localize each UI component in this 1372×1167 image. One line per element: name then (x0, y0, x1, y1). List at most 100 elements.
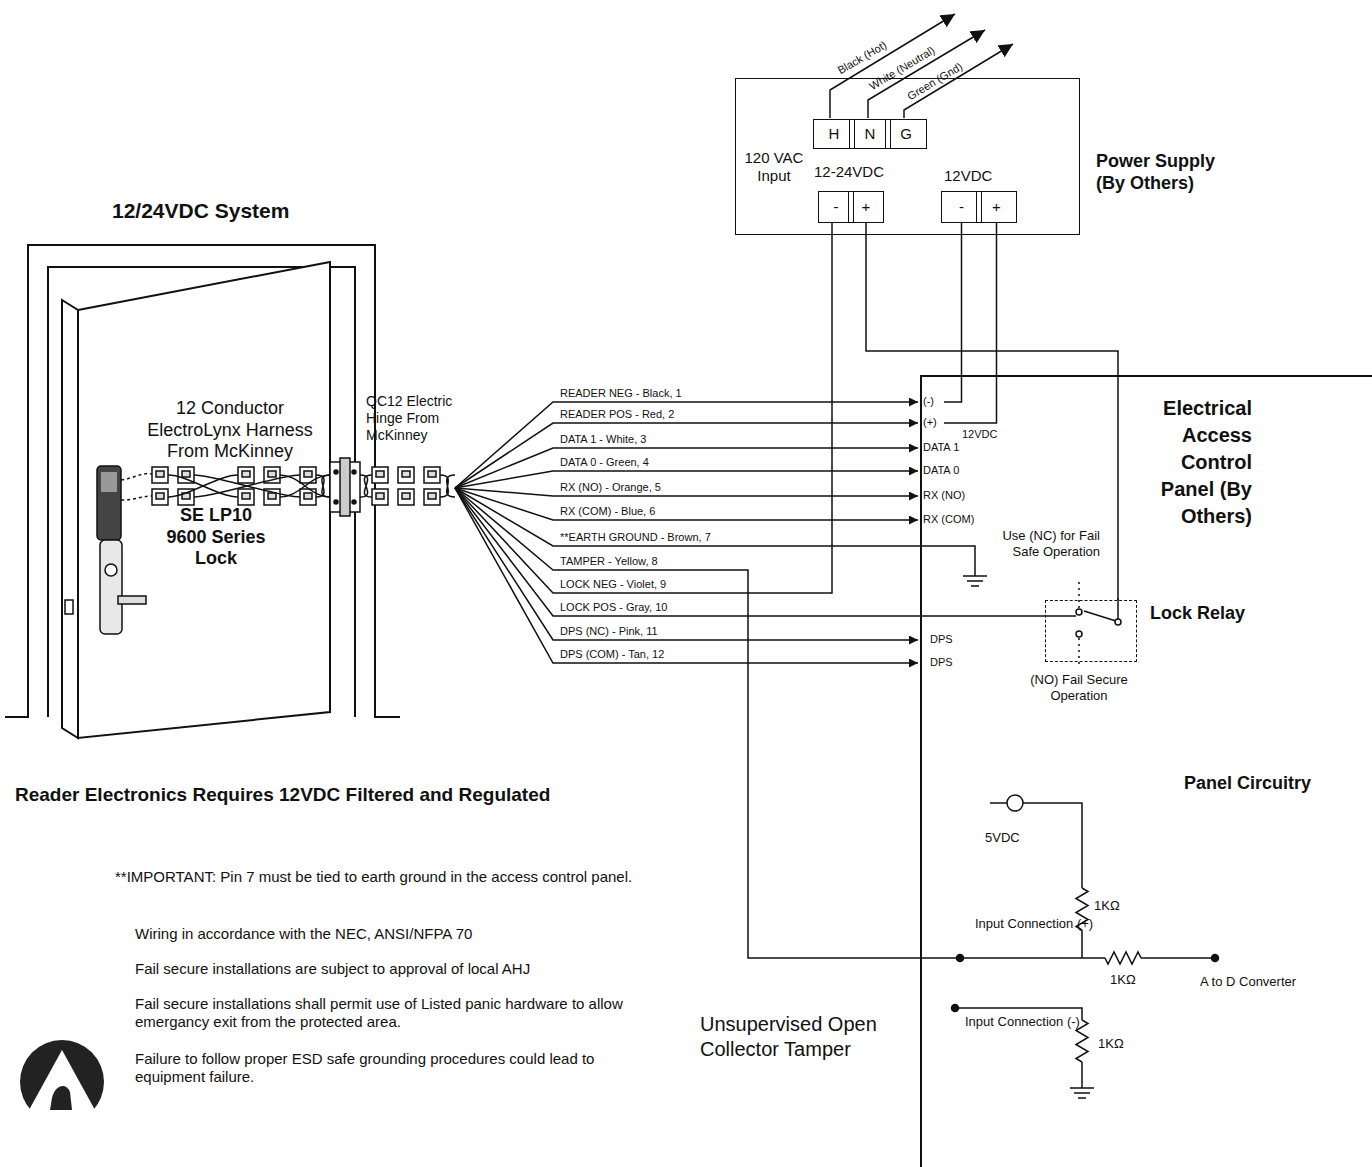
connection-dot (1212, 955, 1219, 962)
terminal-label: DPS (930, 633, 953, 646)
terminal: + (976, 191, 1017, 223)
harness-wire (455, 488, 960, 958)
connector-plug (376, 471, 384, 477)
connector-plug (268, 493, 276, 499)
power-wire (944, 223, 997, 423)
harness-wire (455, 488, 918, 640)
note: **IMPORTANT: Pin 7 must be tied to earth… (115, 868, 660, 886)
input-label: Input Connection (-) (965, 1014, 1085, 1030)
door-slab (62, 262, 330, 738)
connector-plug (376, 493, 384, 499)
wire-label: DATA 1 - White, 3 (560, 433, 646, 446)
harness-cable (168, 475, 238, 497)
terminal-label: DATA 1 (923, 441, 959, 454)
connector-plug (402, 471, 410, 477)
wire-label: DPS (NC) - Pink, 11 (560, 625, 658, 638)
harness-wires (455, 222, 1076, 958)
lock-relay-contacts (1076, 582, 1121, 668)
esd-symbol (20, 1040, 104, 1110)
node-heading: Electrical Access Control Panel (By Othe… (1134, 395, 1252, 530)
harness-cable (194, 475, 300, 497)
terminal-label: DATA 0 (923, 464, 959, 477)
note: Failure to follow proper ESD safe ground… (135, 1050, 655, 1086)
connector-plug (156, 493, 164, 499)
connector-plug (428, 471, 436, 477)
power-supply: HNG-+-+Power Supply (By Others)120 VAC I… (735, 78, 1080, 235)
connector-plug (238, 489, 254, 505)
connector-plug (152, 467, 168, 483)
harness-wire (455, 471, 918, 488)
note: Wiring in accordance with the NEC, ANSI/… (135, 925, 472, 943)
signal-label: A to D Converter (1200, 974, 1296, 990)
harness-wire (455, 488, 918, 520)
node-text: 120 VAC Input (738, 149, 810, 185)
wire-label: DPS (COM) - Tan, 12 (560, 648, 664, 661)
connector-plug (242, 471, 250, 477)
harness-wire (455, 488, 1076, 616)
connector-plug (242, 493, 250, 499)
ground-symbol (1070, 1088, 1094, 1098)
terminal-label: (-) (923, 395, 934, 408)
connector-plug (372, 489, 388, 505)
terminal: G (885, 119, 927, 149)
harness-wire (455, 488, 918, 496)
electric-hinge (330, 458, 360, 516)
harness-wire (455, 488, 975, 576)
connector-plug (424, 489, 440, 505)
connector-plug (304, 493, 312, 499)
resistor-value: 1KΩ (1098, 1036, 1124, 1052)
circuit-wire (1081, 1062, 1083, 1088)
node-heading: Power Supply (By Others) (1096, 151, 1236, 194)
power-wire (866, 223, 1118, 600)
voltage-label: 12VDC (962, 428, 997, 441)
harness-cable (316, 475, 330, 497)
wire-label: DATA 0 - Green, 4 (560, 456, 649, 469)
access-control-panel: Lock Relay Electrical Access Control Pane… (920, 375, 1372, 1167)
terminal-label: DPS (930, 656, 953, 669)
tamper-note: Unsupervised Open Collector Tamper (700, 1012, 910, 1062)
diagram-caption: Reader Electronics Requires 12VDC Filter… (15, 784, 550, 807)
panel-circuitry (952, 795, 1219, 1098)
terminal-label: + (849, 192, 883, 222)
connector-plug (428, 493, 436, 499)
mains-wires (830, 14, 1013, 118)
hinge-label: QC12 Electric Hinge From McKinney (366, 393, 470, 443)
resistor-symbol (1105, 952, 1141, 964)
connector-plug (156, 471, 164, 477)
terminal-label: + (977, 192, 1016, 222)
note: Fail secure installations are subject to… (135, 960, 530, 978)
circuit-wire (960, 930, 1215, 958)
terminal-label: N (850, 120, 890, 148)
harness-wire (455, 402, 918, 488)
relay-note: Use (NC) for Fail Safe Operation (996, 528, 1100, 561)
harness-cable (440, 475, 455, 497)
connector-plug (398, 489, 414, 505)
wire-label: READER POS - Red, 2 (560, 408, 674, 421)
lock-illustration (97, 466, 152, 634)
connector-plug (268, 471, 276, 477)
connection-dot (952, 1005, 959, 1012)
wire-color-label: Black (Hot) (835, 39, 889, 78)
diagram-title: 12/24VDC System (112, 198, 289, 223)
node-heading: Lock Relay (1150, 603, 1245, 625)
harness-connectors (152, 467, 455, 505)
connector-plug (398, 467, 414, 483)
wire-label: RX (COM) - Blue, 6 (560, 505, 655, 518)
wire-label: LOCK NEG - Violet, 9 (560, 578, 666, 591)
harness-wire (455, 222, 832, 593)
harness-cable (280, 475, 330, 497)
note: Fail secure installations shall permit u… (135, 995, 655, 1031)
wire-label: READER NEG - Black, 1 (560, 387, 682, 400)
harness-wire (455, 488, 918, 663)
harness-cable (360, 475, 372, 497)
resistor-value: 1KΩ (1094, 898, 1120, 914)
connector-plug (402, 493, 410, 499)
terminal-label: (+) (923, 416, 937, 429)
node-text: 12-24VDC (814, 163, 909, 181)
node-text: Panel Circuitry (1184, 773, 1311, 795)
voltage-label: 5VDC (985, 830, 1020, 846)
harness-wire (455, 448, 918, 488)
wire-label: TAMPER - Yellow, 8 (560, 555, 658, 568)
input-label: Input Connection (+) (975, 916, 1095, 932)
